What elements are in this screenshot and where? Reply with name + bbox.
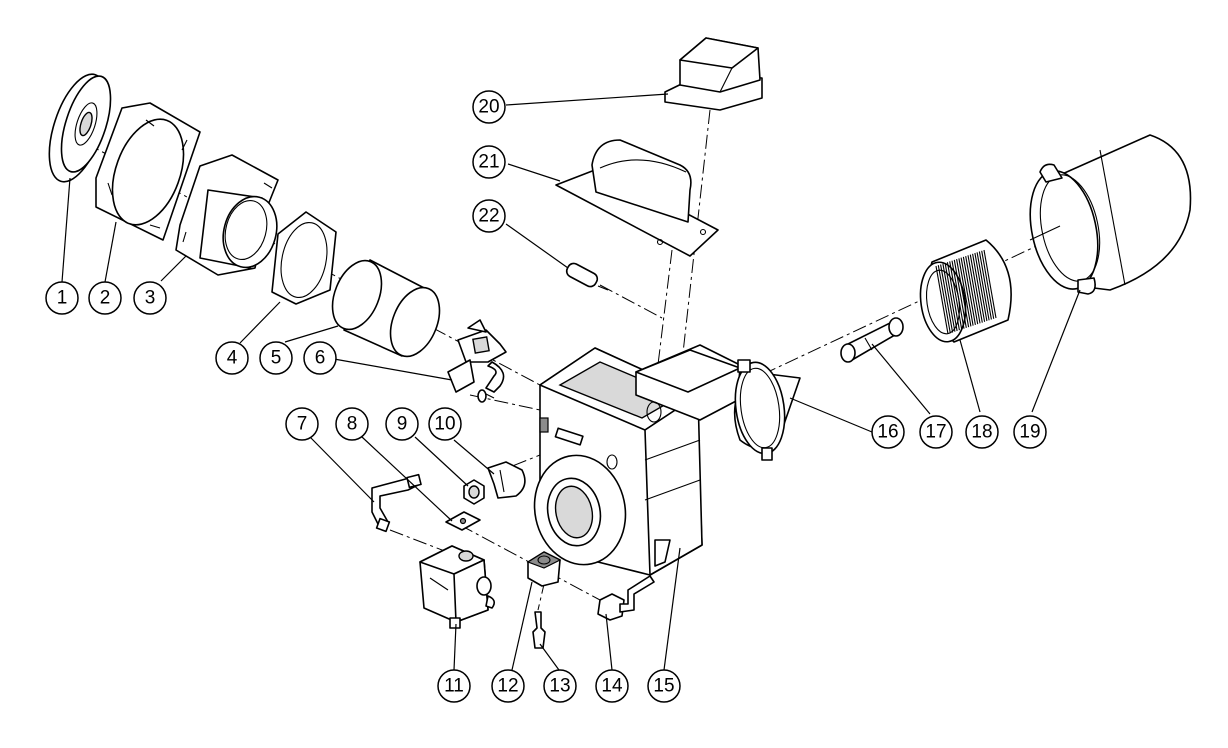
part-17-coupling xyxy=(840,317,904,363)
part-18-fan-wheel xyxy=(919,239,1012,343)
part-10-bracket xyxy=(487,461,526,499)
fan-blade xyxy=(960,257,974,326)
fan-blade xyxy=(958,258,972,327)
callout-4: 4 xyxy=(215,341,249,375)
leader-lines xyxy=(61,93,1081,671)
fan-blade xyxy=(974,252,988,322)
fan-blade xyxy=(944,262,958,332)
callout-2-number: 2 xyxy=(100,288,111,309)
part-4-thin-gasket xyxy=(271,211,337,305)
fan-blades xyxy=(935,249,997,335)
part-15-main-housing xyxy=(533,344,741,576)
callout-15: 15 xyxy=(647,669,681,703)
part-1-flange-disc xyxy=(48,73,112,183)
callout-11-number: 11 xyxy=(444,676,464,697)
fan-blade xyxy=(981,250,995,319)
callout-17: 17 xyxy=(919,415,953,449)
callout-6-number: 6 xyxy=(315,348,326,369)
callout-3: 3 xyxy=(133,281,167,315)
callout-21: 21 xyxy=(472,145,506,179)
callout-19: 19 xyxy=(1013,415,1047,449)
callout-18-number: 18 xyxy=(971,422,992,443)
callout-10-number: 10 xyxy=(434,414,455,435)
part-13-valve-stem xyxy=(532,611,546,649)
callout-21-number: 21 xyxy=(478,152,499,173)
fan-blade xyxy=(946,262,960,331)
part-20-top-cover xyxy=(664,37,763,111)
fan-blade xyxy=(983,249,997,319)
callout-12: 12 xyxy=(491,669,525,703)
fan-blade xyxy=(972,253,986,322)
part-12-solenoid-coil xyxy=(526,551,562,587)
part-8-plate xyxy=(445,511,481,531)
callout-16: 16 xyxy=(871,415,905,449)
part-16-air-intake xyxy=(733,359,801,461)
callout-9: 9 xyxy=(385,407,419,441)
fan-blade xyxy=(953,259,967,328)
callout-2: 2 xyxy=(88,281,122,315)
callout-20: 20 xyxy=(472,90,506,124)
part-19-motor xyxy=(1029,134,1192,295)
callout-1-number: 1 xyxy=(57,288,68,309)
fan-blade xyxy=(949,261,963,330)
callout-17-number: 17 xyxy=(925,422,946,443)
callout-18: 18 xyxy=(965,415,999,449)
fan-blade xyxy=(935,265,949,335)
fan-blade xyxy=(942,263,956,332)
callout-5-number: 5 xyxy=(271,348,282,369)
callout-14: 14 xyxy=(595,669,629,703)
callout-11: 11 xyxy=(437,669,471,703)
callout-22-number: 22 xyxy=(478,206,499,227)
fan-blade xyxy=(967,255,981,324)
callout-5: 5 xyxy=(259,341,293,375)
callout-20-number: 20 xyxy=(478,97,499,118)
fan-blade xyxy=(969,254,983,323)
fan-blade xyxy=(976,252,990,321)
callout-22: 22 xyxy=(472,199,506,233)
part-21-ignition-transformer xyxy=(555,139,719,257)
part-3-mounting-flange xyxy=(175,154,279,276)
callout-14-number: 14 xyxy=(601,676,623,697)
part-7-oil-pipe xyxy=(371,473,422,533)
callout-13: 13 xyxy=(543,669,577,703)
callout-10: 10 xyxy=(428,407,462,441)
fan-blade xyxy=(937,265,951,334)
callout-15-number: 15 xyxy=(653,676,674,697)
callout-12-number: 12 xyxy=(497,676,518,697)
callout-7-number: 7 xyxy=(297,414,308,435)
callout-16-number: 16 xyxy=(877,422,898,443)
callout-9-number: 9 xyxy=(397,414,408,435)
part-9-nut xyxy=(463,479,485,505)
fan-blade xyxy=(951,260,965,329)
part-6-nozzle-assembly xyxy=(447,319,507,403)
part-11-oil-pump xyxy=(419,545,496,629)
callout-19-number: 19 xyxy=(1019,422,1040,443)
callout-7: 7 xyxy=(285,407,319,441)
fan-blade xyxy=(956,259,970,328)
callout-1: 1 xyxy=(45,281,79,315)
callout-3-number: 3 xyxy=(145,288,156,309)
callout-8: 8 xyxy=(335,407,369,441)
fan-blade xyxy=(978,251,992,320)
callout-8-number: 8 xyxy=(347,414,358,435)
callout-6: 6 xyxy=(303,341,337,375)
fan-blade xyxy=(940,264,954,333)
callout-4-number: 4 xyxy=(227,348,238,369)
callout-13-number: 13 xyxy=(549,676,570,697)
fan-blade xyxy=(962,256,976,325)
part-5-combustion-tube xyxy=(331,259,441,358)
part-2-gasket-plate xyxy=(95,102,201,241)
part-14-valve-connector xyxy=(597,575,655,621)
fan-blade xyxy=(965,256,979,325)
